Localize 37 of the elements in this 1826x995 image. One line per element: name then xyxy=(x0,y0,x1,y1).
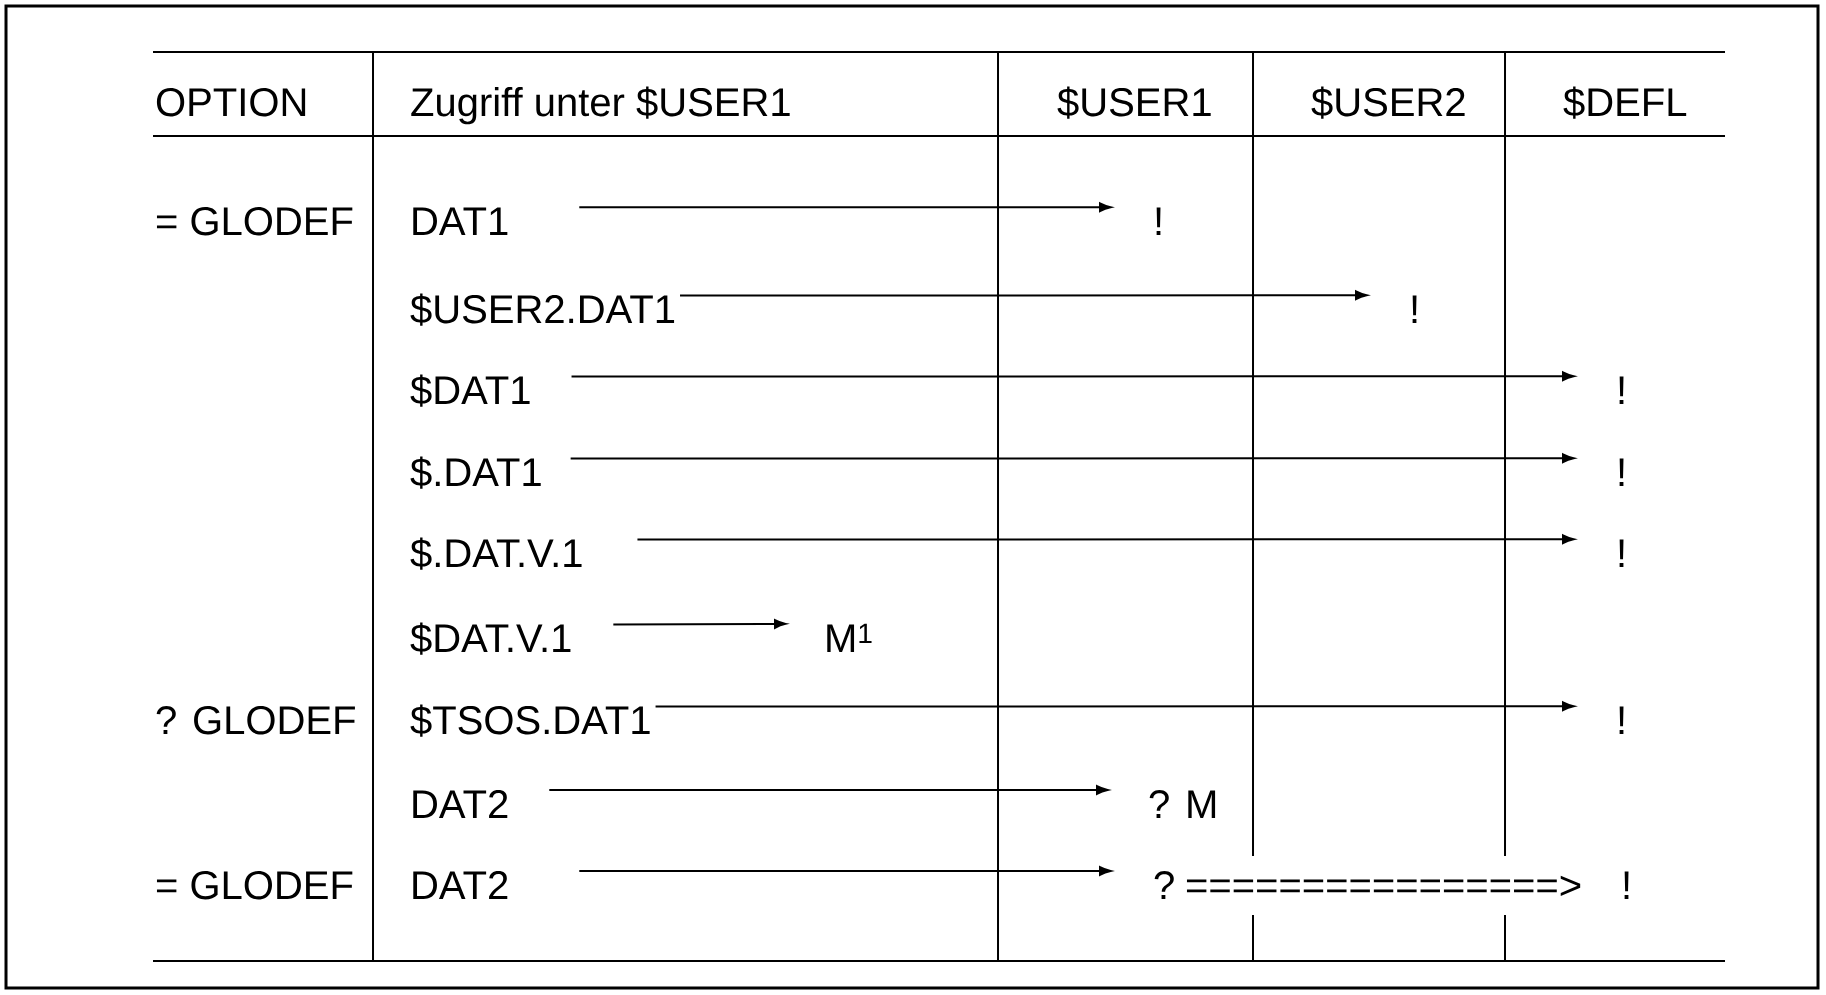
arrow xyxy=(578,202,1112,213)
result-mark: ! xyxy=(1619,539,1624,567)
result-mark: ! xyxy=(1619,706,1624,734)
result-mark: ! xyxy=(1624,871,1629,899)
column-header: $DEFL xyxy=(1563,86,1687,119)
result-mark: ! xyxy=(1619,376,1624,404)
double-arrow-text: ================> xyxy=(1186,875,1581,896)
arrow xyxy=(578,866,1112,876)
path-name: $USER2.DAT1 xyxy=(410,293,675,326)
arrow xyxy=(569,453,1575,464)
arrow xyxy=(636,534,1575,545)
option-text: = GLODEF xyxy=(156,871,353,900)
path-name: DAT2 xyxy=(413,871,508,899)
result-mark: ! xyxy=(1412,295,1417,323)
path-name: $TSOS.DAT1 xyxy=(410,704,650,737)
option-text: = GLODEF xyxy=(156,207,353,236)
option-text: ? GLODEF xyxy=(156,706,355,735)
arrow xyxy=(570,371,1575,382)
arrow xyxy=(679,290,1368,301)
arrow xyxy=(548,785,1109,795)
column-header: Zugriff unter $USER1 xyxy=(411,86,790,125)
path-name: DAT2 xyxy=(413,790,508,818)
column-header: OPTION xyxy=(156,88,306,117)
column-header: $USER2 xyxy=(1311,86,1465,119)
path-name: $DAT1 xyxy=(410,374,530,407)
result-mark: ? M xyxy=(1149,790,1216,818)
result-mark: M$^{1}$ xyxy=(827,623,872,652)
path-name: $DAT.V.1 xyxy=(410,622,571,655)
column-header: $USER1 xyxy=(1057,86,1211,119)
path-name: $.DAT1 xyxy=(410,456,541,489)
result-mark: ? xyxy=(1154,871,1174,899)
result-mark: ! xyxy=(1156,207,1161,235)
result-mark: ! xyxy=(1619,458,1624,486)
arrow xyxy=(612,619,787,629)
path-name: $.DAT.V.1 xyxy=(410,537,582,570)
path-name: DAT1 xyxy=(413,207,508,235)
arrow xyxy=(654,701,1575,712)
